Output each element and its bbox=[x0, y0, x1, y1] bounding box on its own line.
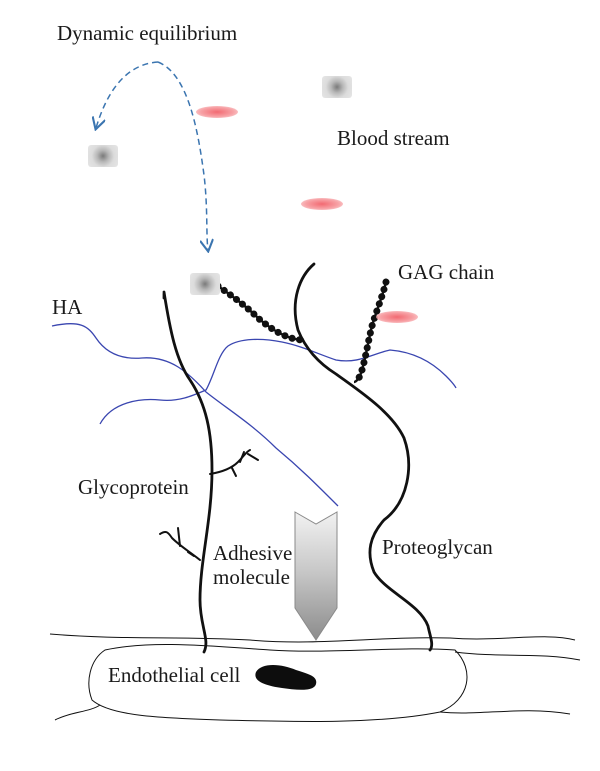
arrow-to-upper-molecule bbox=[96, 61, 159, 128]
label-adhesive: Adhesive bbox=[213, 541, 293, 565]
red-blood-cell-3 bbox=[376, 311, 418, 323]
adhesion-direction-arrow bbox=[294, 511, 338, 641]
core-proteins bbox=[159, 262, 434, 654]
equilibrium-arrows bbox=[96, 61, 208, 250]
molecule-bound bbox=[190, 273, 220, 295]
endothelial-surface-line bbox=[49, 633, 576, 643]
arrow-to-lower-molecule bbox=[157, 61, 208, 250]
label-dynamic-equilibrium: Dynamic equilibrium bbox=[57, 21, 238, 45]
gag-chains bbox=[214, 278, 390, 386]
endothelial-neighbor-left bbox=[54, 704, 101, 721]
ha-chains bbox=[51, 323, 457, 507]
molecule-left bbox=[88, 145, 118, 167]
glycoprotein-branch-2a bbox=[177, 527, 181, 547]
red-blood-cell-2 bbox=[301, 198, 343, 210]
glycoprotein-backbone bbox=[162, 290, 214, 654]
ha-chain-2 bbox=[99, 338, 457, 425]
molecule-top-right bbox=[322, 76, 352, 98]
endothelial-neighbor-right2 bbox=[439, 710, 571, 715]
glycoprotein-branch-2b bbox=[187, 551, 195, 557]
label-blood-stream: Blood stream bbox=[337, 126, 450, 150]
glycoprotein-branch-1a bbox=[239, 451, 245, 463]
label-molecule: molecule bbox=[213, 565, 290, 589]
glycoprotein-branch-1b bbox=[231, 467, 237, 477]
glycoprotein-branch-1 bbox=[209, 449, 251, 475]
red-blood-cell-1 bbox=[196, 106, 238, 118]
ha-chain-1 bbox=[51, 323, 339, 507]
glycoprotein-branch-1c bbox=[247, 453, 259, 461]
label-endothelial-cell: Endothelial cell bbox=[108, 663, 241, 687]
label-gag-chain: GAG chain bbox=[398, 260, 495, 284]
label-glycoprotein: Glycoprotein bbox=[78, 475, 189, 499]
endothelial-layer bbox=[49, 633, 581, 723]
proteoglycan-backbone bbox=[293, 262, 434, 652]
label-ha: HA bbox=[52, 295, 83, 319]
nucleus bbox=[255, 665, 317, 690]
endothelial-neighbor-right bbox=[454, 651, 581, 661]
label-proteoglycan: Proteoglycan bbox=[382, 535, 493, 559]
